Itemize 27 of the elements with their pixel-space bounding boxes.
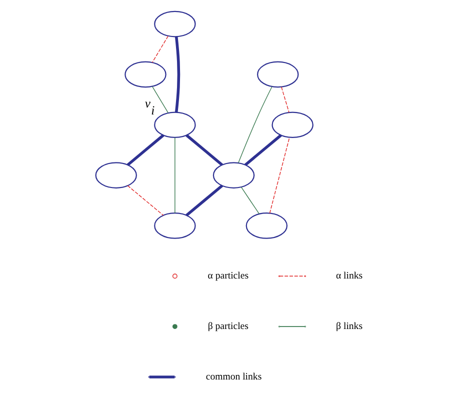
connector — [151, 36, 168, 63]
connector — [244, 134, 282, 166]
connector — [280, 86, 289, 113]
legend-label: α particles — [207, 270, 248, 282]
node-ellipse — [154, 212, 196, 239]
node-ellipse — [245, 212, 288, 239]
legend-label: β links — [336, 321, 362, 332]
connector — [185, 134, 223, 166]
node-ellipse — [212, 162, 254, 188]
connector — [185, 184, 223, 216]
connector — [126, 185, 164, 216]
connector — [174, 137, 175, 214]
connector — [268, 137, 290, 214]
node-ellipse — [256, 61, 298, 88]
node-ellipse — [154, 10, 196, 38]
node-ellipse — [124, 61, 166, 88]
legend-label: common links — [205, 372, 262, 383]
connector — [152, 86, 168, 114]
legend-label: β particles — [207, 321, 248, 332]
connector — [238, 86, 272, 164]
node-ellipse — [271, 112, 313, 138]
node-ellipse — [94, 162, 136, 188]
node-ellipse — [154, 112, 196, 138]
connector — [174, 36, 180, 112]
legend-label: α links — [335, 270, 362, 282]
connector — [126, 134, 164, 166]
connector — [240, 186, 260, 214]
